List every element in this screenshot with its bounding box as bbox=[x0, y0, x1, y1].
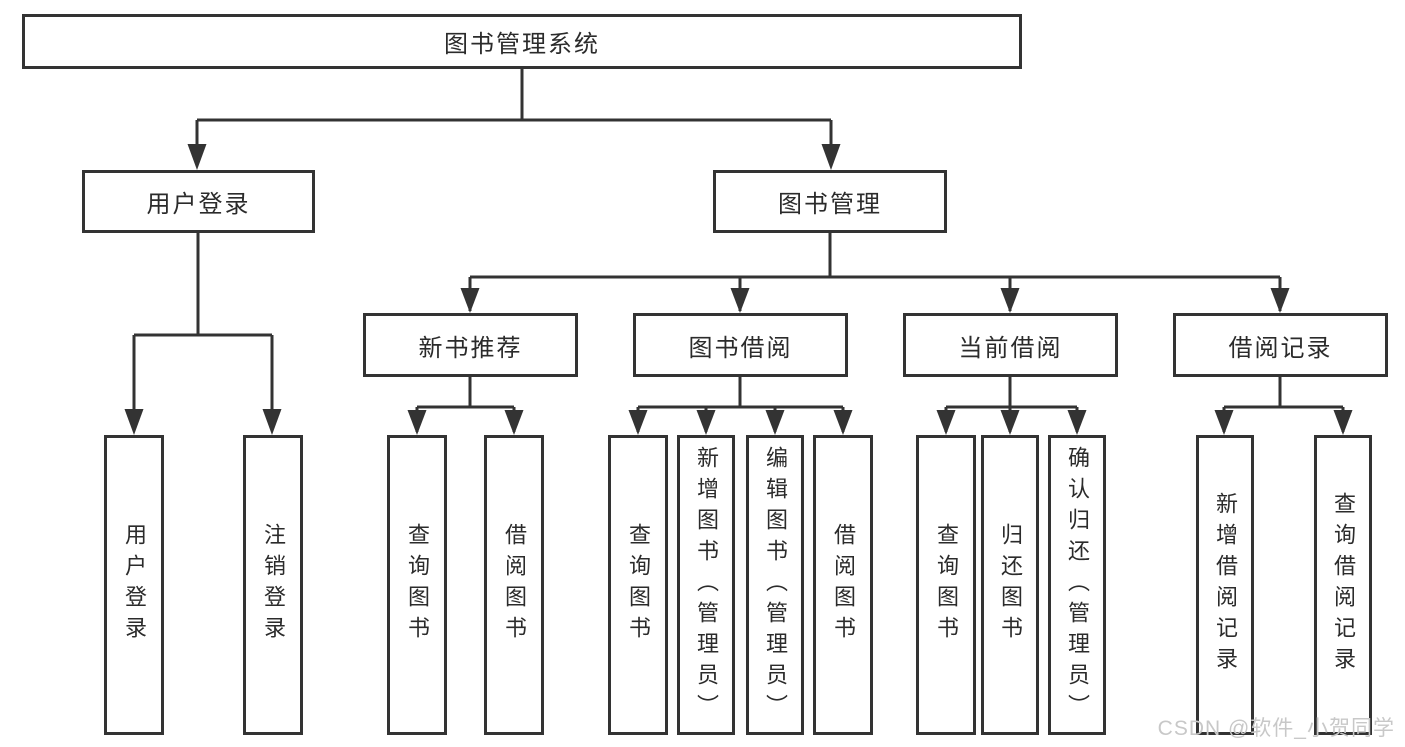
leaf-logout-label: 注销登录 bbox=[261, 523, 286, 647]
leaf-br-query-record: 查询借阅记录 bbox=[1314, 435, 1372, 735]
connector-borrowing-records-children bbox=[1214, 377, 1353, 435]
leaf-cb-confirm-return-admin: 确认归还（管理员） bbox=[1048, 435, 1106, 735]
csdn-watermark: CSDN @软件_小贺同学 bbox=[1157, 717, 1395, 740]
leaf-bb-add-books-admin-label: 新增图书（管理员） bbox=[694, 445, 719, 725]
connector-new-book-recommend-children bbox=[407, 377, 524, 435]
node-borrowing-records-label: 借阅记录 bbox=[1228, 334, 1333, 362]
leaf-nbr-borrow-books: 借阅图书 bbox=[484, 435, 544, 735]
leaf-bb-query-books-label: 查询图书 bbox=[626, 523, 651, 647]
leaf-logout: 注销登录 bbox=[243, 435, 303, 735]
leaf-nbr-borrow-books-label: 借阅图书 bbox=[502, 523, 527, 647]
leaf-bb-edit-books-admin-label: 编辑图书（管理员） bbox=[763, 445, 788, 725]
leaf-bb-borrow-books: 借阅图书 bbox=[813, 435, 873, 735]
leaf-br-add-record: 新增借阅记录 bbox=[1196, 435, 1254, 735]
leaf-bb-borrow-books-label: 借阅图书 bbox=[831, 523, 856, 647]
leaf-cb-confirm-return-admin-label: 确认归还（管理员） bbox=[1065, 445, 1090, 725]
leaf-cb-query-books: 查询图书 bbox=[916, 435, 976, 735]
leaf-nbr-query-books: 查询图书 bbox=[387, 435, 447, 735]
node-user-login-label: 用户登录 bbox=[146, 191, 251, 218]
leaf-br-add-record-label: 新增借阅记录 bbox=[1213, 492, 1238, 678]
leaf-bb-query-books: 查询图书 bbox=[608, 435, 668, 735]
node-root-library-system: 图书管理系统 bbox=[22, 14, 1022, 69]
node-new-book-recommend-label: 新书推荐 bbox=[418, 334, 523, 362]
leaf-br-query-record-label: 查询借阅记录 bbox=[1331, 492, 1356, 678]
node-current-borrowing: 当前借阅 bbox=[903, 313, 1118, 377]
leaf-bb-edit-books-admin: 编辑图书（管理员） bbox=[746, 435, 804, 735]
node-user-login: 用户登录 bbox=[82, 170, 315, 233]
connector-root-to-level1 bbox=[187, 69, 841, 170]
leaf-cb-return-books-label: 归还图书 bbox=[998, 523, 1023, 647]
node-root-label: 图书管理系统 bbox=[444, 31, 600, 58]
node-book-borrowing: 图书借阅 bbox=[633, 313, 848, 377]
connector-book-management-children bbox=[460, 233, 1290, 313]
leaf-bb-add-books-admin: 新增图书（管理员） bbox=[677, 435, 735, 735]
node-book-borrowing-label: 图书借阅 bbox=[688, 334, 793, 362]
node-new-book-recommend: 新书推荐 bbox=[363, 313, 578, 377]
connector-current-borrowing-children bbox=[936, 377, 1087, 435]
node-borrowing-records: 借阅记录 bbox=[1173, 313, 1388, 377]
leaf-cb-query-books-label: 查询图书 bbox=[934, 523, 959, 647]
leaf-user-login-label: 用户登录 bbox=[122, 523, 147, 647]
leaf-nbr-query-books-label: 查询图书 bbox=[405, 523, 430, 647]
leaf-user-login: 用户登录 bbox=[104, 435, 164, 735]
leaf-cb-return-books: 归还图书 bbox=[981, 435, 1039, 735]
connector-book-borrowing-children bbox=[628, 377, 853, 435]
node-book-management: 图书管理 bbox=[713, 170, 947, 233]
node-current-borrowing-label: 当前借阅 bbox=[958, 334, 1063, 362]
connector-user-login-children bbox=[124, 233, 282, 435]
node-book-management-label: 图书管理 bbox=[778, 191, 882, 218]
